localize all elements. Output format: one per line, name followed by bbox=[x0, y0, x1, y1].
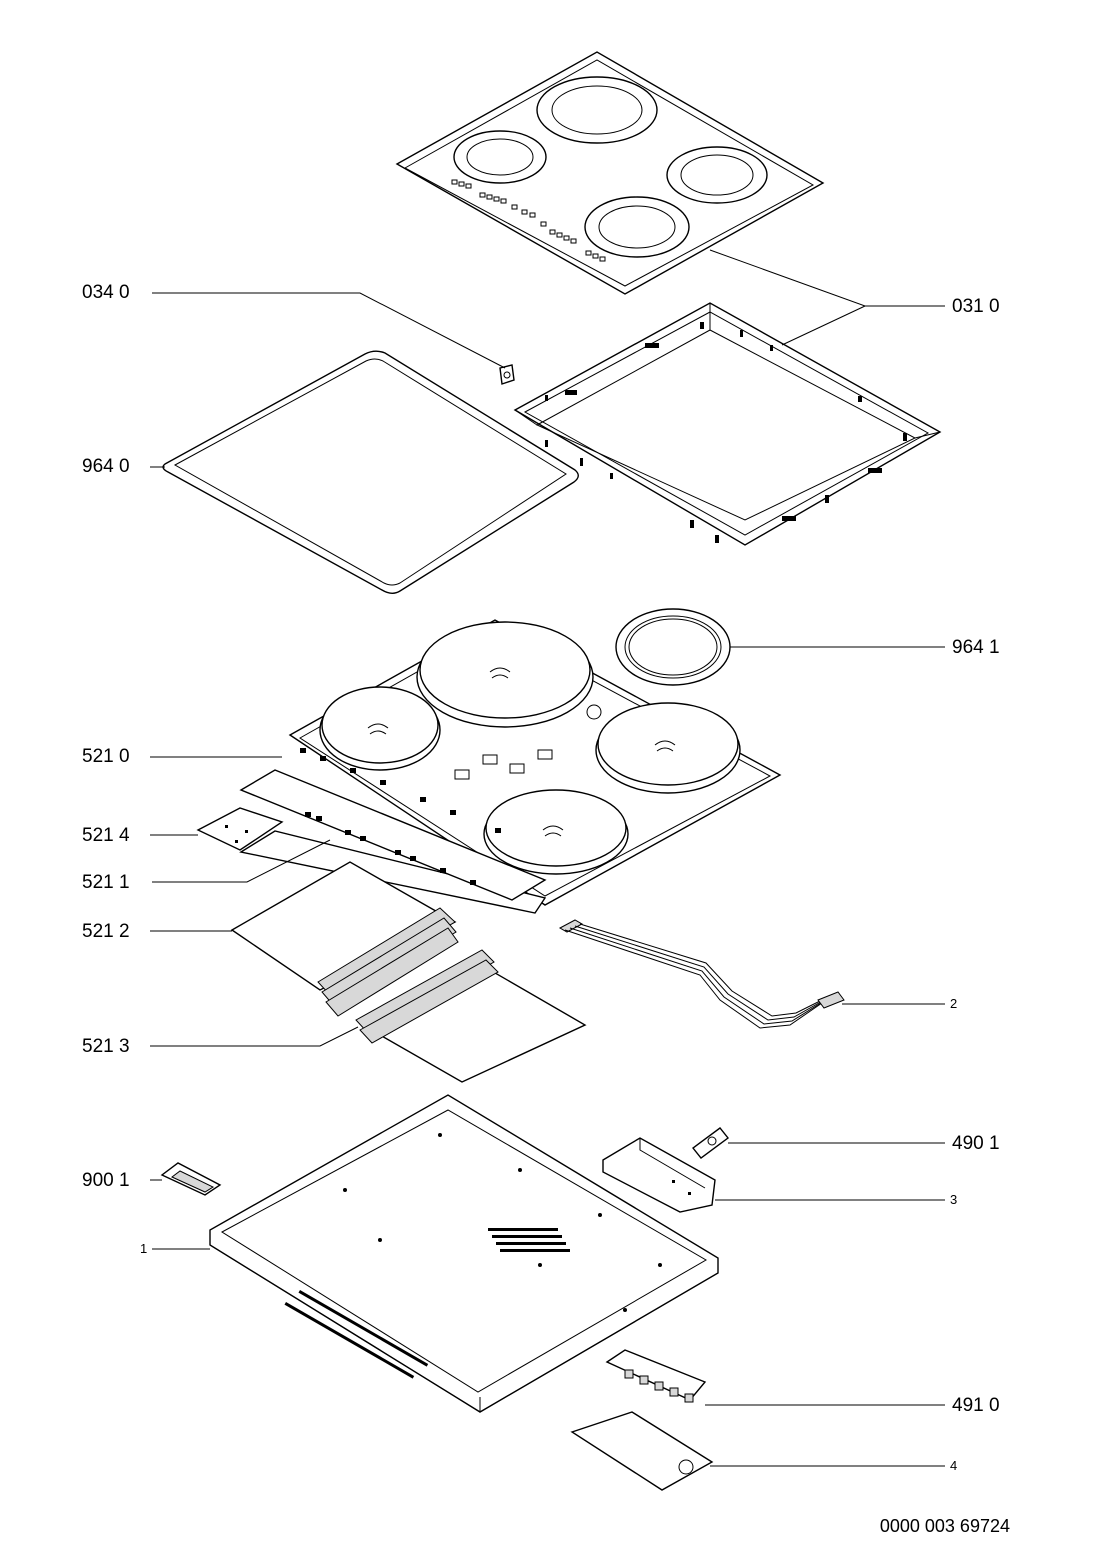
heatsink-board-lower bbox=[355, 949, 587, 1083]
ribbon-cable bbox=[558, 919, 845, 1029]
bracket-part bbox=[602, 1137, 716, 1213]
bottom-housing bbox=[209, 1094, 719, 1413]
callout-label: 034 0 bbox=[82, 282, 130, 303]
small-board bbox=[196, 807, 284, 851]
callout-label: 521 3 bbox=[82, 1036, 130, 1057]
callout-label: 521 0 bbox=[82, 746, 130, 767]
callout-label: 031 0 bbox=[952, 296, 1000, 317]
heatsink-board-upper bbox=[230, 861, 459, 1017]
callout-label: 521 1 bbox=[82, 872, 130, 893]
callout-label: 3 bbox=[950, 1192, 958, 1207]
callout-label: 2 bbox=[950, 996, 958, 1011]
latch-part bbox=[160, 1162, 222, 1196]
glass-cooktop bbox=[395, 51, 825, 295]
callout-label: 521 2 bbox=[82, 921, 130, 942]
terminal-block bbox=[605, 1349, 707, 1403]
callout-label: 4 bbox=[950, 1458, 958, 1473]
induction-plate bbox=[288, 619, 782, 906]
callout-label: 521 4 bbox=[82, 825, 130, 846]
callout-label: 900 1 bbox=[82, 1170, 130, 1191]
gasket bbox=[162, 350, 579, 594]
callout-label: 964 1 bbox=[952, 637, 1000, 658]
cover-plate bbox=[570, 1411, 714, 1491]
clip-490 bbox=[691, 1127, 730, 1159]
drawing-number: 0000 003 69724 bbox=[879, 1516, 1010, 1536]
clip-part bbox=[499, 364, 515, 385]
callout-label: 491 0 bbox=[952, 1395, 1000, 1416]
callout-label: 490 1 bbox=[952, 1133, 1000, 1154]
callout-label: 964 0 bbox=[82, 456, 130, 477]
callout-label: 1 bbox=[140, 1241, 148, 1256]
control-board bbox=[239, 748, 547, 914]
cooktop-frame bbox=[513, 302, 942, 546]
ring-seal bbox=[615, 608, 731, 686]
